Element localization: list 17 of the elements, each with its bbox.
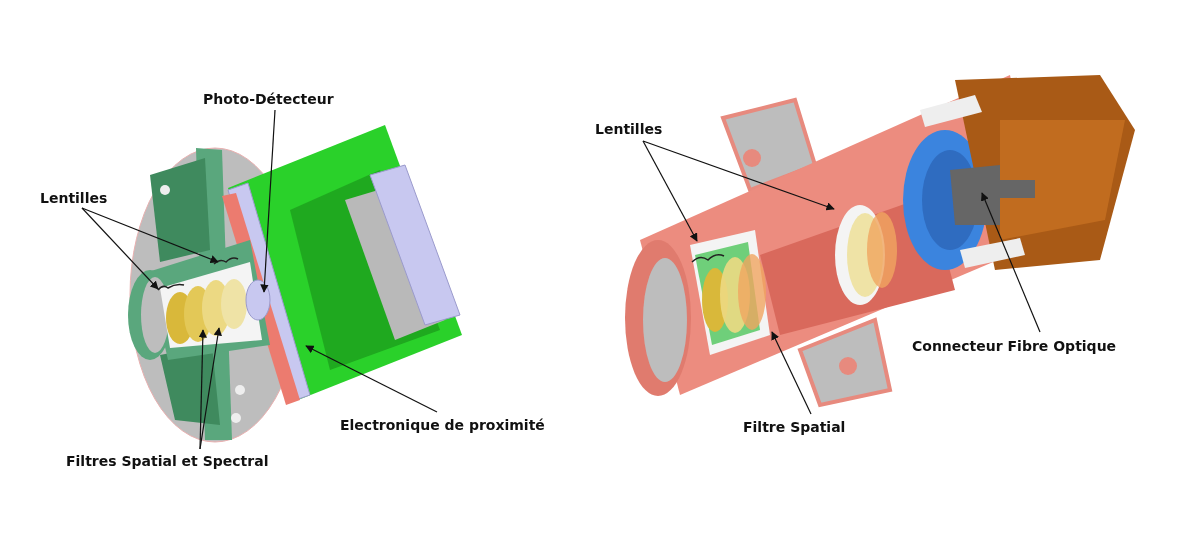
leader-line xyxy=(81,207,219,264)
leader-line xyxy=(198,329,207,450)
leader-line xyxy=(981,192,1041,333)
leader-line xyxy=(642,140,698,242)
part-label: Lentilles xyxy=(595,120,663,139)
leader-line xyxy=(305,345,438,413)
leader-line xyxy=(260,109,276,293)
leader-line xyxy=(642,140,835,211)
leader-line xyxy=(199,327,222,450)
leader-line xyxy=(81,207,159,290)
part-label: Electronique de proximité xyxy=(340,416,545,435)
part-label: Photo-Détecteur xyxy=(203,90,334,109)
part-label: Filtres Spatial et Spectral xyxy=(66,452,269,471)
leader-line xyxy=(771,331,812,415)
part-label: Connecteur Fibre Optique xyxy=(912,337,1117,356)
part-label: Lentilles xyxy=(40,189,108,208)
part-label: Filtre Spatial xyxy=(743,418,846,437)
